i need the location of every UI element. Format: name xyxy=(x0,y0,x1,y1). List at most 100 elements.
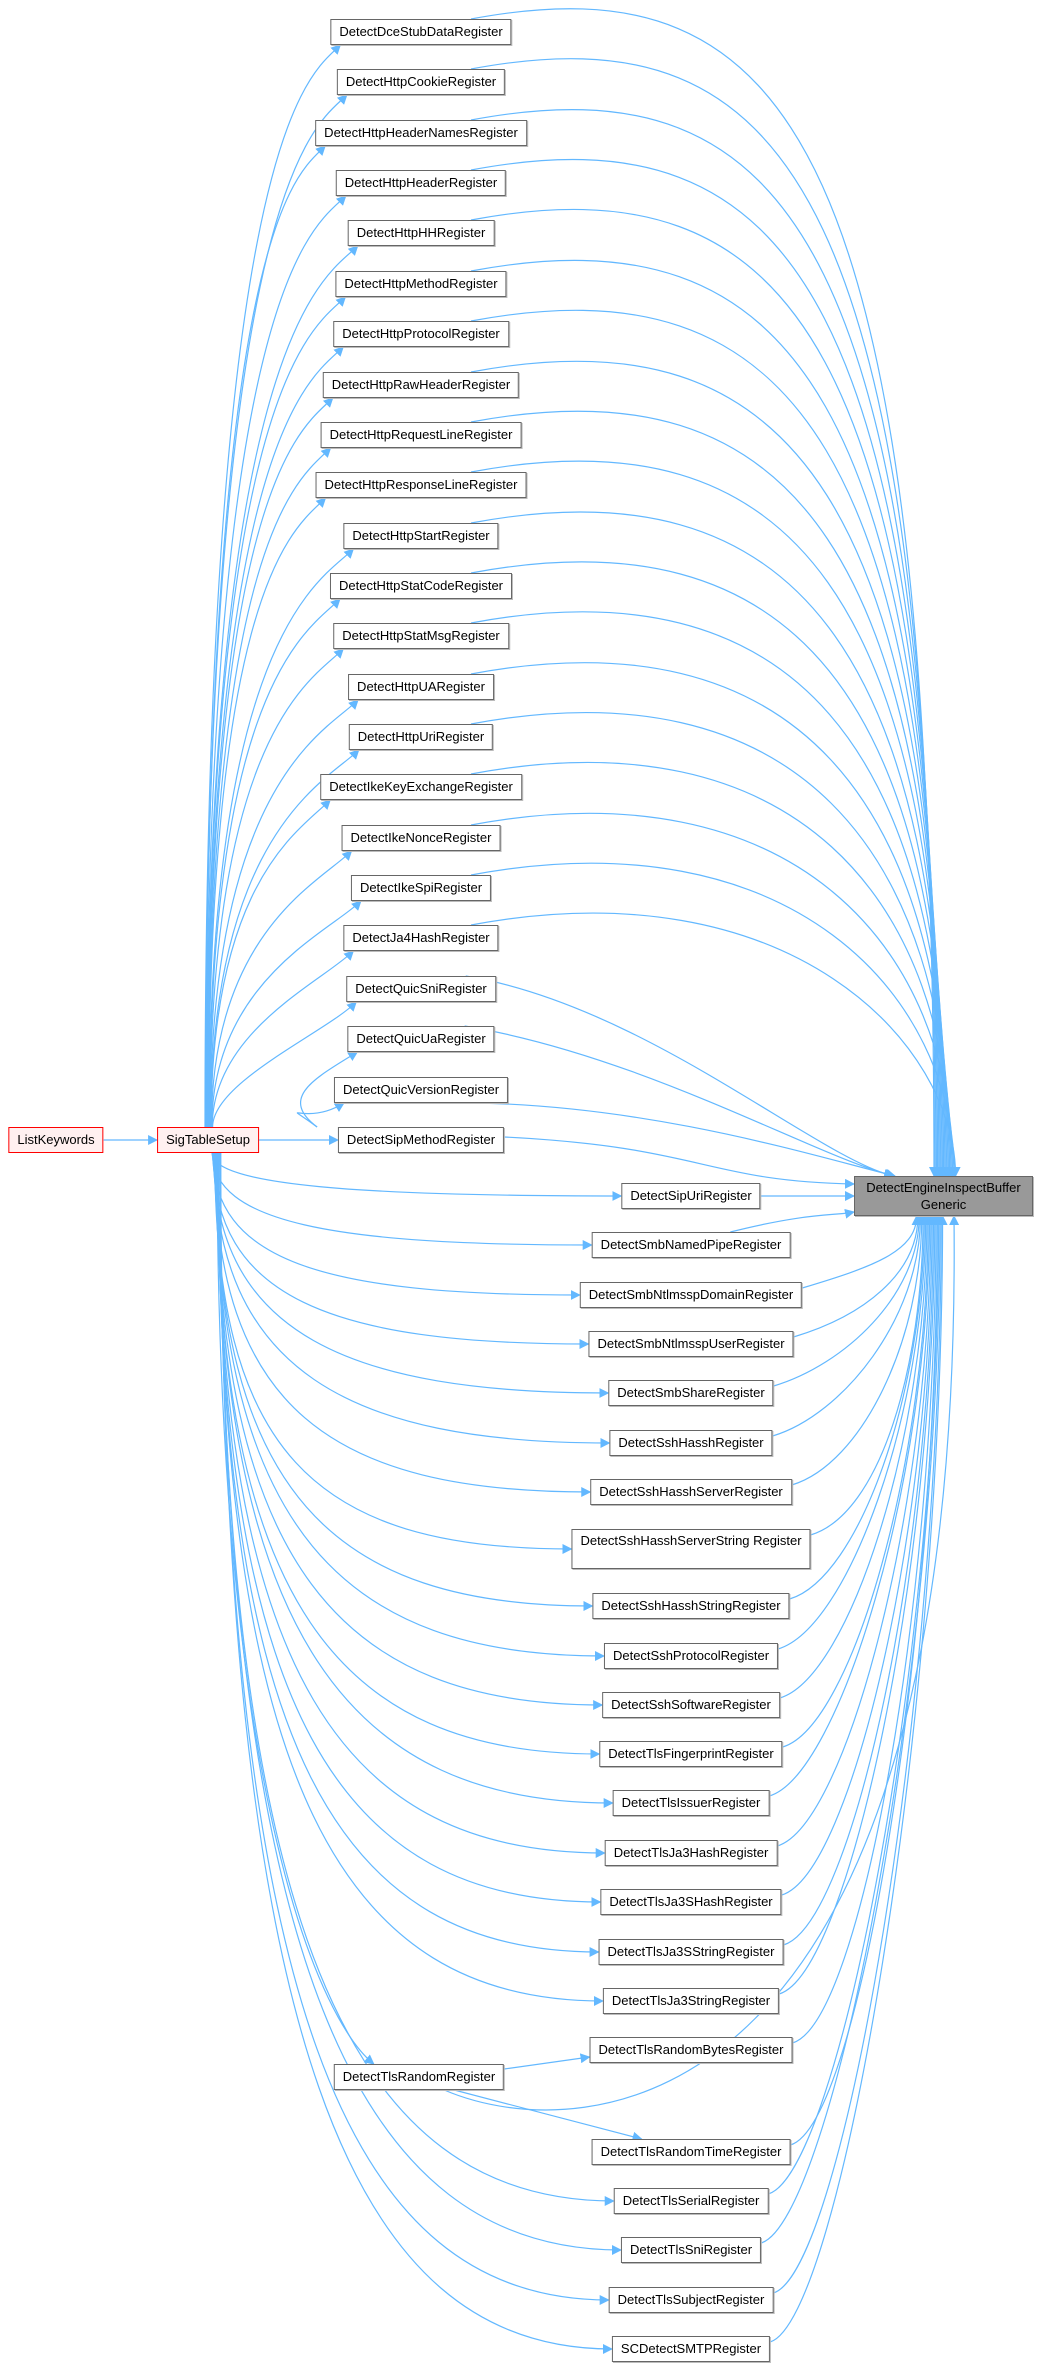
edge-node-to-target xyxy=(730,1208,855,1233)
edge-setup-to-node xyxy=(296,1102,345,1128)
edge-node-to-target xyxy=(773,1215,947,2294)
node-detect-sip-method-register[interactable]: DetectSipMethodRegister xyxy=(337,1127,505,1153)
edge-node-to-target xyxy=(772,1215,926,1437)
node-detect-tls-ja3-sstring-register[interactable]: DetectTlsJa3SStringRegister xyxy=(598,1939,784,1965)
edge-node-to-target xyxy=(465,975,894,1179)
node-detect-http-cookie-register[interactable]: DetectHttpCookieRegister xyxy=(336,69,506,95)
node-detect-tls-ja3-string-register[interactable]: DetectTlsJa3StringRegister xyxy=(602,1988,780,2014)
edge-node-to-target xyxy=(783,1215,939,1946)
node-detect-http-stat-msg-register[interactable]: DetectHttpStatMsgRegister xyxy=(333,623,509,649)
node-detect-smb-ntlmssp-user-register[interactable]: DetectSmbNtlmsspUserRegister xyxy=(588,1331,794,1357)
node-detect-smb-named-pipe-register[interactable]: DetectSmbNamedPipeRegister xyxy=(591,1232,791,1258)
node-detect-http-stat-code-register[interactable]: DetectHttpStatCodeRegister xyxy=(329,573,513,599)
edge-setup-to-node xyxy=(212,1152,590,1349)
node-detect-tls-random-bytes-register[interactable]: DetectTlsRandomBytesRegister xyxy=(589,2037,793,2063)
node-detect-tls-subject-register[interactable]: DetectTlsSubjectRegister xyxy=(608,2287,774,2313)
node-detect-ike-key-exchange-register[interactable]: DetectIkeKeyExchangeRegister xyxy=(320,774,522,800)
node-detect-ssh-hassh-server-string-register[interactable]: DetectSshHasshServerString Register xyxy=(571,1529,811,1569)
edge-setup-to-node xyxy=(206,346,344,1128)
node-scdetect-smtpregister[interactable]: SCDetectSMTPRegister xyxy=(611,2336,771,2362)
edge-node-to-target xyxy=(781,1215,938,1896)
node-detect-http-method-register[interactable]: DetectHttpMethodRegister xyxy=(335,271,507,297)
edge-node-to-target xyxy=(470,360,948,1177)
edge-setup-to-node xyxy=(208,598,341,1128)
edge-node-to-target xyxy=(478,1102,896,1179)
edge-setup-to-node xyxy=(207,447,332,1128)
node-detect-tls-random-time-register[interactable]: DetectTlsRandomTimeRegister xyxy=(591,2139,791,2165)
edge-setup-to-node xyxy=(219,1152,622,2255)
edge-setup-to-node xyxy=(208,497,327,1128)
edge-setup-to-node xyxy=(212,1152,581,1300)
edge-node-to-target xyxy=(470,109,942,1177)
edge-node-to-target xyxy=(779,1215,932,1699)
edge-node-to-target xyxy=(773,1215,925,1387)
node-detect-tls-fingerprint-register[interactable]: DetectTlsFingerprintRegister xyxy=(599,1741,783,1767)
node-detect-tls-sni-register[interactable]: DetectTlsSniRegister xyxy=(620,2237,762,2263)
edge-setup-to-node xyxy=(209,699,359,1128)
edge-setup-to-node xyxy=(211,950,355,1128)
node-detect-tls-issuer-register[interactable]: DetectTlsIssuerRegister xyxy=(612,1790,770,1816)
edge-node-to-target xyxy=(470,58,941,1177)
node-detect-smb-ntlmssp-domain-register[interactable]: DetectSmbNtlmsspDomainRegister xyxy=(579,1282,803,1308)
edge-setup-to-node xyxy=(207,397,334,1128)
node-detect-ssh-hassh-server-register[interactable]: DetectSshHasshServerRegister xyxy=(590,1479,792,1505)
node-detect-http-hhregister[interactable]: DetectHttpHHRegister xyxy=(347,220,495,246)
edge-node-to-target xyxy=(470,812,959,1177)
edge-node-to-target xyxy=(768,1215,944,2195)
edge-setup-to-node xyxy=(210,799,331,1128)
node-list-keywords[interactable]: ListKeywords xyxy=(8,1127,104,1153)
node-detect-http-header-names-register[interactable]: DetectHttpHeaderNamesRegister xyxy=(315,120,527,146)
edge-setup-to-node xyxy=(217,1152,602,1907)
node-detect-ssh-software-register[interactable]: DetectSshSoftwareRegister xyxy=(602,1692,780,1718)
edge-setup-to-node xyxy=(214,1152,594,1611)
node-detect-http-request-line-register[interactable]: DetectHttpRequestLineRegister xyxy=(320,422,522,448)
node-detect-ike-nonce-register[interactable]: DetectIkeNonceRegister xyxy=(341,825,501,851)
edge-node-to-target xyxy=(791,1215,927,1486)
edge-setup-to-node xyxy=(211,1152,593,1250)
node-detect-quic-version-register[interactable]: DetectQuicVersionRegister xyxy=(333,1077,509,1103)
edge-node-to-target xyxy=(470,511,951,1177)
node-detect-ssh-hassh-string-register[interactable]: DetectSshHasshStringRegister xyxy=(592,1593,790,1619)
edge-node-to-target xyxy=(470,761,957,1177)
edge-node-to-target xyxy=(778,1215,940,1995)
edge-setup-to-node xyxy=(217,1152,604,2006)
node-detect-smb-share-register[interactable]: DetectSmbShareRegister xyxy=(608,1380,774,1406)
node-detect-tls-random-register[interactable]: DetectTlsRandomRegister xyxy=(333,2064,505,2090)
node-detect-tls-serial-register[interactable]: DetectTlsSerialRegister xyxy=(613,2188,769,2214)
edge-node-to-target xyxy=(777,1215,931,1650)
node-detect-ja4-hash-register[interactable]: DetectJa4HashRegister xyxy=(343,925,499,951)
edge-setup-to-node xyxy=(215,1152,601,1759)
node-detect-tls-ja3-hash-register[interactable]: DetectTlsJa3HashRegister xyxy=(604,1840,778,1866)
edge-setup-to-node xyxy=(205,145,326,1128)
edge-setup-to-node xyxy=(204,44,342,1128)
node-detect-http-start-register[interactable]: DetectHttpStartRegister xyxy=(343,523,499,549)
edge-setup-to-node xyxy=(215,1152,604,1710)
node-detect-ssh-protocol-register[interactable]: DetectSshProtocolRegister xyxy=(603,1643,779,1669)
edge-node-to-target xyxy=(470,662,955,1177)
target-label-line2: Generic xyxy=(920,1197,967,1212)
edge-setup-to-node xyxy=(300,1051,359,1128)
node-detect-http-raw-header-register[interactable]: DetectHttpRawHeaderRegister xyxy=(322,372,520,398)
node-detect-http-protocol-register[interactable]: DetectHttpProtocolRegister xyxy=(333,321,509,347)
edge-setup-to-node xyxy=(220,1152,613,2354)
node-detect-http-response-line-register[interactable]: DetectHttpResponseLineRegister xyxy=(315,472,527,498)
edge-setup-to-node xyxy=(205,195,347,1128)
node-detect-tls-ja3-shash-register[interactable]: DetectTlsJa3SHashRegister xyxy=(600,1889,782,1915)
edge-node-to-target xyxy=(769,1215,935,1797)
edge-setup-to-node xyxy=(210,850,353,1128)
edge-node-to-target xyxy=(792,1215,942,2044)
node-detect-ike-spi-register[interactable]: DetectIkeSpiRegister xyxy=(350,875,492,901)
node-detect-http-uaregister[interactable]: DetectHttpUARegister xyxy=(348,674,494,700)
node-detect-quic-ua-register[interactable]: DetectQuicUaRegister xyxy=(347,1026,495,1052)
node-detect-dce-stub-data-register[interactable]: DetectDceStubDataRegister xyxy=(330,19,512,45)
node-detect-ssh-hassh-register[interactable]: DetectSshHasshRegister xyxy=(609,1430,773,1456)
node-detect-quic-sni-register[interactable]: DetectQuicSniRegister xyxy=(346,976,496,1002)
node-sig-table-setup[interactable]: SigTableSetup xyxy=(157,1127,259,1153)
edge-node-to-target xyxy=(470,862,960,1177)
edge-node-to-target xyxy=(769,1215,948,2343)
node-detect-sip-uri-register[interactable]: DetectSipUriRegister xyxy=(621,1183,761,1209)
node-detect-http-header-register[interactable]: DetectHttpHeaderRegister xyxy=(335,170,507,196)
node-detect-http-uri-register[interactable]: DetectHttpUriRegister xyxy=(348,724,494,750)
node-detect-engine-inspect-buffer-generic[interactable]: DetectEngineInspectBuffer Generic xyxy=(854,1176,1033,1216)
